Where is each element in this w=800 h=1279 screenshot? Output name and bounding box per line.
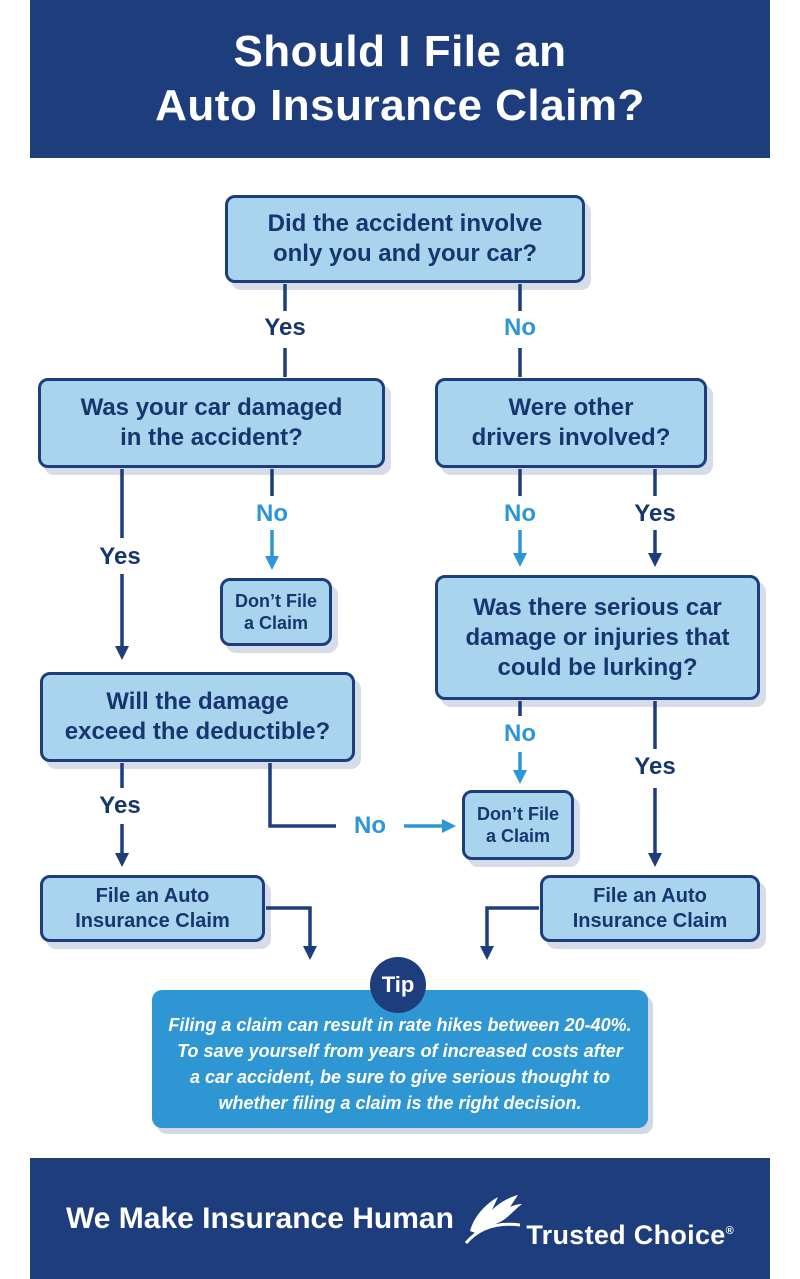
node-text: a Claim [243,613,309,633]
tip-text: whether filing a claim is the right deci… [218,1093,582,1113]
edge-label-q2-no: No [256,500,288,527]
edge-label-q3-no: No [504,500,536,527]
node-text: Don’t File [235,591,317,611]
node-text: Insurance Claim [75,909,230,932]
node-text: File an Auto [95,884,210,907]
tip-callout: Filing a claim can result in rate hikes … [152,990,648,1128]
tip-text: a car accident, be sure to give serious … [189,1067,611,1087]
node-text: damage or injuries that [465,623,730,651]
page-title-line-2: Auto Insurance Claim? [155,81,645,130]
node-text: a Claim [485,826,551,846]
tip-text: Filing a claim can result in rate hikes … [168,1015,632,1035]
node-text: Was there serious car [473,593,722,621]
trusted-choice-logo: Trusted Choice® [462,1187,734,1251]
edge-label-q5-no: No [504,720,536,747]
node-text: could be lurking? [497,653,698,681]
edge-label-q1-no: No [504,314,536,341]
node-file-claim-left: File an Auto Insurance Claim [40,875,265,942]
tip-text: To save yourself from years of increased… [177,1041,623,1061]
node-text: File an Auto [593,884,707,907]
node-q1-accident-only-you: Did the accident involve only you and yo… [225,195,585,283]
page-title-line-1: Should I File an [233,27,567,76]
node-text: Will the damage [106,688,289,715]
node-text: in the accident? [120,424,303,451]
brand-text: Trusted Choice [526,1219,726,1250]
edge-label-q5-yes: Yes [634,753,676,780]
brand-registered-mark: ® [725,1224,734,1237]
footer-tagline: We Make Insurance Human [66,1201,454,1235]
node-text: drivers involved? [471,424,671,451]
node-text: Were other [508,394,634,421]
footer-banner: We Make Insurance Human Trusted Choice® [30,1158,770,1279]
header-banner: Should I File an Auto Insurance Claim? [30,0,770,158]
node-q2-car-damaged: Was your car damaged in the accident? [38,378,385,468]
node-file-claim-right: File an Auto Insurance Claim [540,875,760,942]
node-q4-exceed-deductible: Will the damage exceed the deductible? [40,672,355,762]
node-dont-file-claim-2: Don’t File a Claim [462,790,574,860]
tip-badge: Tip [370,957,426,1013]
node-text: Insurance Claim [572,909,728,932]
edge-label-q4-no: No [354,812,386,839]
edge-label-q4-yes: Yes [99,792,141,819]
node-text: Was your car damaged [80,394,343,421]
eagle-icon [465,1194,523,1244]
brand-name: Trusted Choice® [526,1220,734,1251]
edge-label-q1-yes: Yes [264,314,306,341]
node-dont-file-claim-1: Don’t File a Claim [220,578,332,646]
node-q3-other-drivers: Were other drivers involved? [435,378,707,468]
node-text: Did the accident involve [267,210,543,237]
edge-label-q3-yes: Yes [634,500,676,527]
node-text: Don’t File [477,804,559,824]
edge-label-q2-yes: Yes [99,543,141,570]
node-text: only you and your car? [272,240,538,267]
node-q5-serious-damage-lurking: Was there serious car damage or injuries… [435,575,760,700]
node-text: exceed the deductible? [64,718,331,745]
